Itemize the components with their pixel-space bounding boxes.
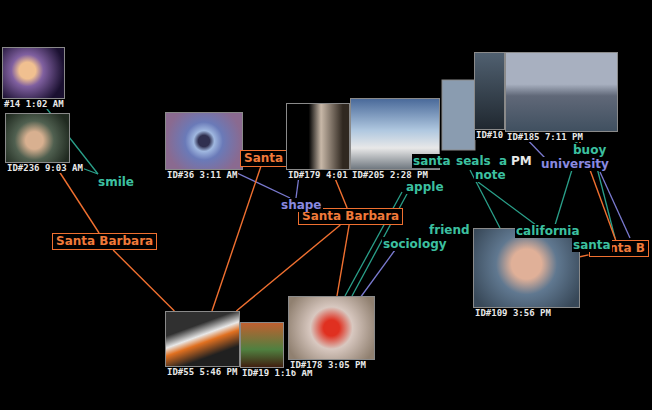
tag-lines (40, 100, 630, 310)
tag-word: sociology (382, 237, 448, 251)
photo-image (3, 48, 64, 98)
tag-word: seals (455, 154, 492, 168)
photo-node: ID#36 3:11 AM (165, 112, 243, 170)
photo-image (506, 53, 617, 131)
tag-text: Santa Barbara (56, 234, 153, 249)
photo-node: ID#19 1:16 AM (240, 322, 284, 368)
photo-caption: #14 1:02 AM (3, 99, 65, 109)
photo-image (241, 323, 283, 367)
photo-node: ID#179 4:01 (286, 103, 350, 170)
tag-word: note (474, 168, 507, 182)
photo-caption: ID#185 7:11 PM (506, 132, 584, 142)
tag-word: santa (572, 238, 612, 252)
tag-word: PM (510, 154, 533, 168)
tag-box: Santa Barbara (52, 233, 157, 250)
tag-word: shape (280, 198, 323, 212)
photo-image (287, 104, 349, 169)
tag-word: friend (428, 223, 471, 237)
photo-image (475, 53, 504, 129)
photo-node: #14 1:02 AM (2, 47, 65, 99)
tag-word: buoy (572, 143, 607, 157)
tag-connector (113, 250, 174, 311)
overlapped-photo (442, 80, 475, 150)
photo-node: ID#185 7:11 PM (505, 52, 618, 132)
tag-box: Santa (240, 150, 287, 167)
tag-connector (337, 225, 349, 296)
photo-image (166, 113, 242, 169)
photo-node: ID#10 (474, 52, 505, 130)
photo-caption: ID#55 5:46 PM (166, 367, 238, 377)
tag-connector (580, 255, 589, 257)
photo-node: ID#55 5:46 PM (165, 311, 240, 367)
photo-caption: ID#178 3:05 PM (289, 360, 367, 370)
photo-caption: ID#179 4:01 (287, 170, 349, 180)
tag-word: california (515, 224, 581, 238)
photo-image (166, 312, 239, 366)
tag-word: apple (405, 180, 445, 194)
photo-image (474, 229, 579, 307)
photo-node: ID#236 9:03 AM (5, 113, 70, 163)
photo-caption: ID#109 3:56 PM (474, 308, 552, 318)
photo-caption: ID#36 3:11 AM (166, 170, 238, 180)
tag-word: smile (97, 175, 135, 189)
photo-node: ID#178 3:05 PM (288, 296, 375, 360)
photo-image (6, 114, 69, 162)
photo-node: ID#109 3:56 PM (473, 228, 580, 308)
tag-connector (212, 167, 261, 311)
photo-image (289, 297, 374, 359)
tag-word: university (540, 157, 610, 171)
tag-word: a (498, 154, 508, 168)
photo-caption: ID#10 (475, 130, 504, 140)
tag-text: Santa (244, 151, 283, 166)
photo-caption: ID#205 2:28 PM (351, 170, 429, 180)
photo-caption: ID#236 9:03 AM (6, 163, 84, 173)
tag-word: santa (412, 154, 452, 168)
tag-connector (54, 163, 99, 233)
